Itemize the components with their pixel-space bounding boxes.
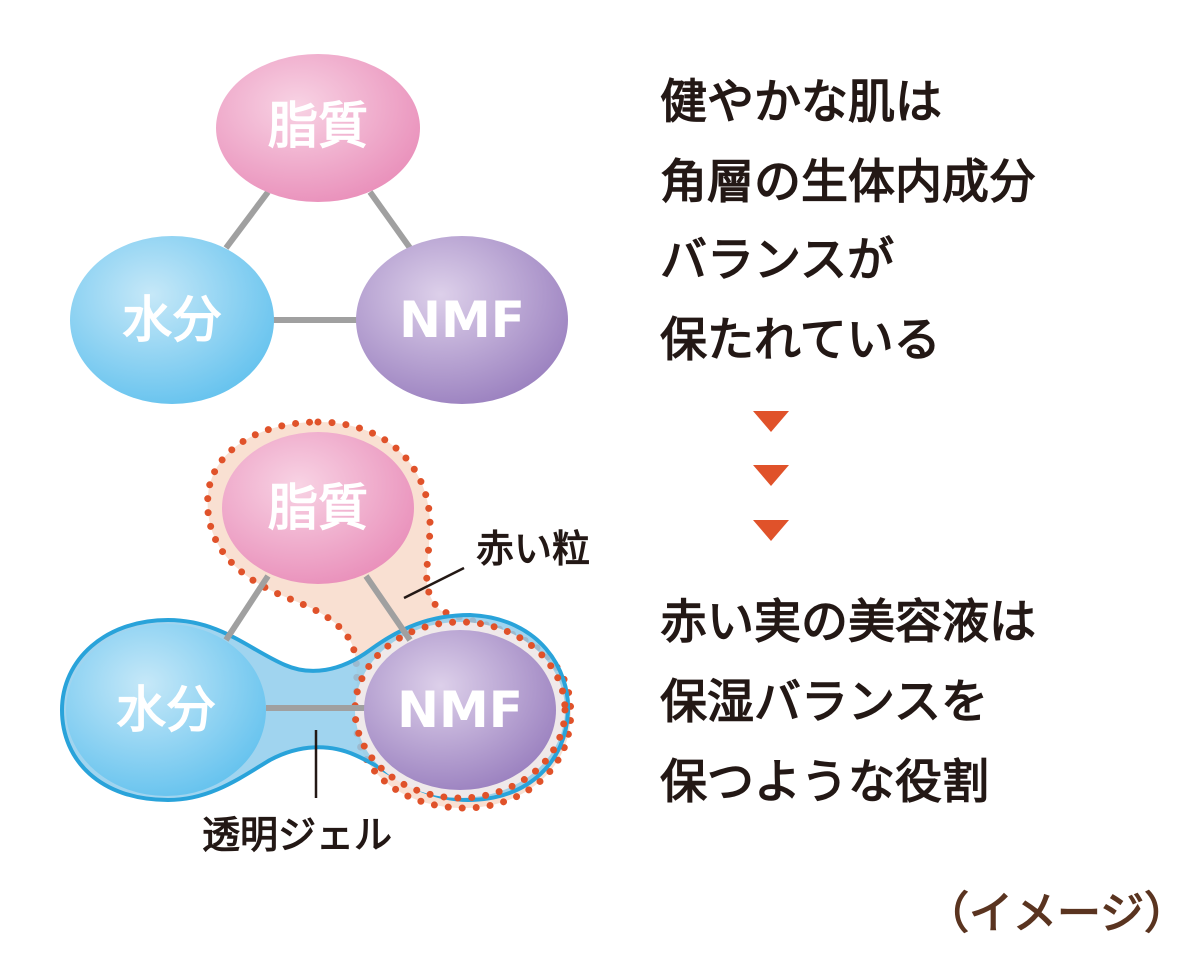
nmf-label: NMF [399, 291, 525, 349]
link-lipid-nmf [367, 190, 413, 250]
triangle-down-icon [753, 520, 789, 541]
lipid-label: 脂質 [268, 97, 368, 155]
message-line: バランスが [660, 233, 894, 288]
message-line: 保湿バランスを [660, 675, 988, 730]
image-note: （イメージ） [925, 888, 1188, 939]
water-label: 水分 [116, 681, 216, 739]
link-lipid-water [223, 574, 271, 642]
clear-gel-callout: 透明ジェル [202, 813, 392, 857]
red-particle-callout: 赤い粒 [476, 527, 590, 571]
triangle-down-icon [753, 465, 789, 486]
message-line: 保たれている [660, 313, 941, 368]
water-label: 水分 [122, 291, 222, 349]
link-lipid-water [223, 190, 271, 250]
message-bottom: 赤い実の美容液は 保湿バランスを 保つような役割 [660, 595, 1036, 810]
red-particle-leader [403, 566, 465, 600]
triangle-down-icon [753, 411, 789, 432]
message-line: 赤い実の美容液は [660, 595, 1036, 650]
water-bubble [70, 236, 274, 404]
bottom-diagram: 脂質 水分 NMF 赤い粒 透明ジェル [59, 418, 590, 857]
lipid-label: 脂質 [268, 479, 368, 537]
message-top: 健やかな肌は 角層の生体内成分 バランスが 保たれている [660, 75, 1036, 368]
message-line: 角層の生体内成分 [660, 155, 1036, 210]
message-line: 保つような役割 [660, 755, 989, 810]
nmf-bubble [356, 236, 568, 404]
water-bubble [66, 624, 266, 796]
lipid-bubble [222, 432, 414, 584]
nmf-bubble [364, 630, 556, 790]
nmf-red-dots [351, 618, 569, 802]
link-lipid-nmf [363, 574, 413, 642]
lipid-bubble [216, 54, 420, 202]
arrow-down-icons [753, 411, 789, 541]
message-line: 健やかな肌は [660, 75, 942, 130]
top-diagram: 脂質 水分 NMF [70, 54, 568, 404]
nmf-label: NMF [397, 681, 523, 739]
